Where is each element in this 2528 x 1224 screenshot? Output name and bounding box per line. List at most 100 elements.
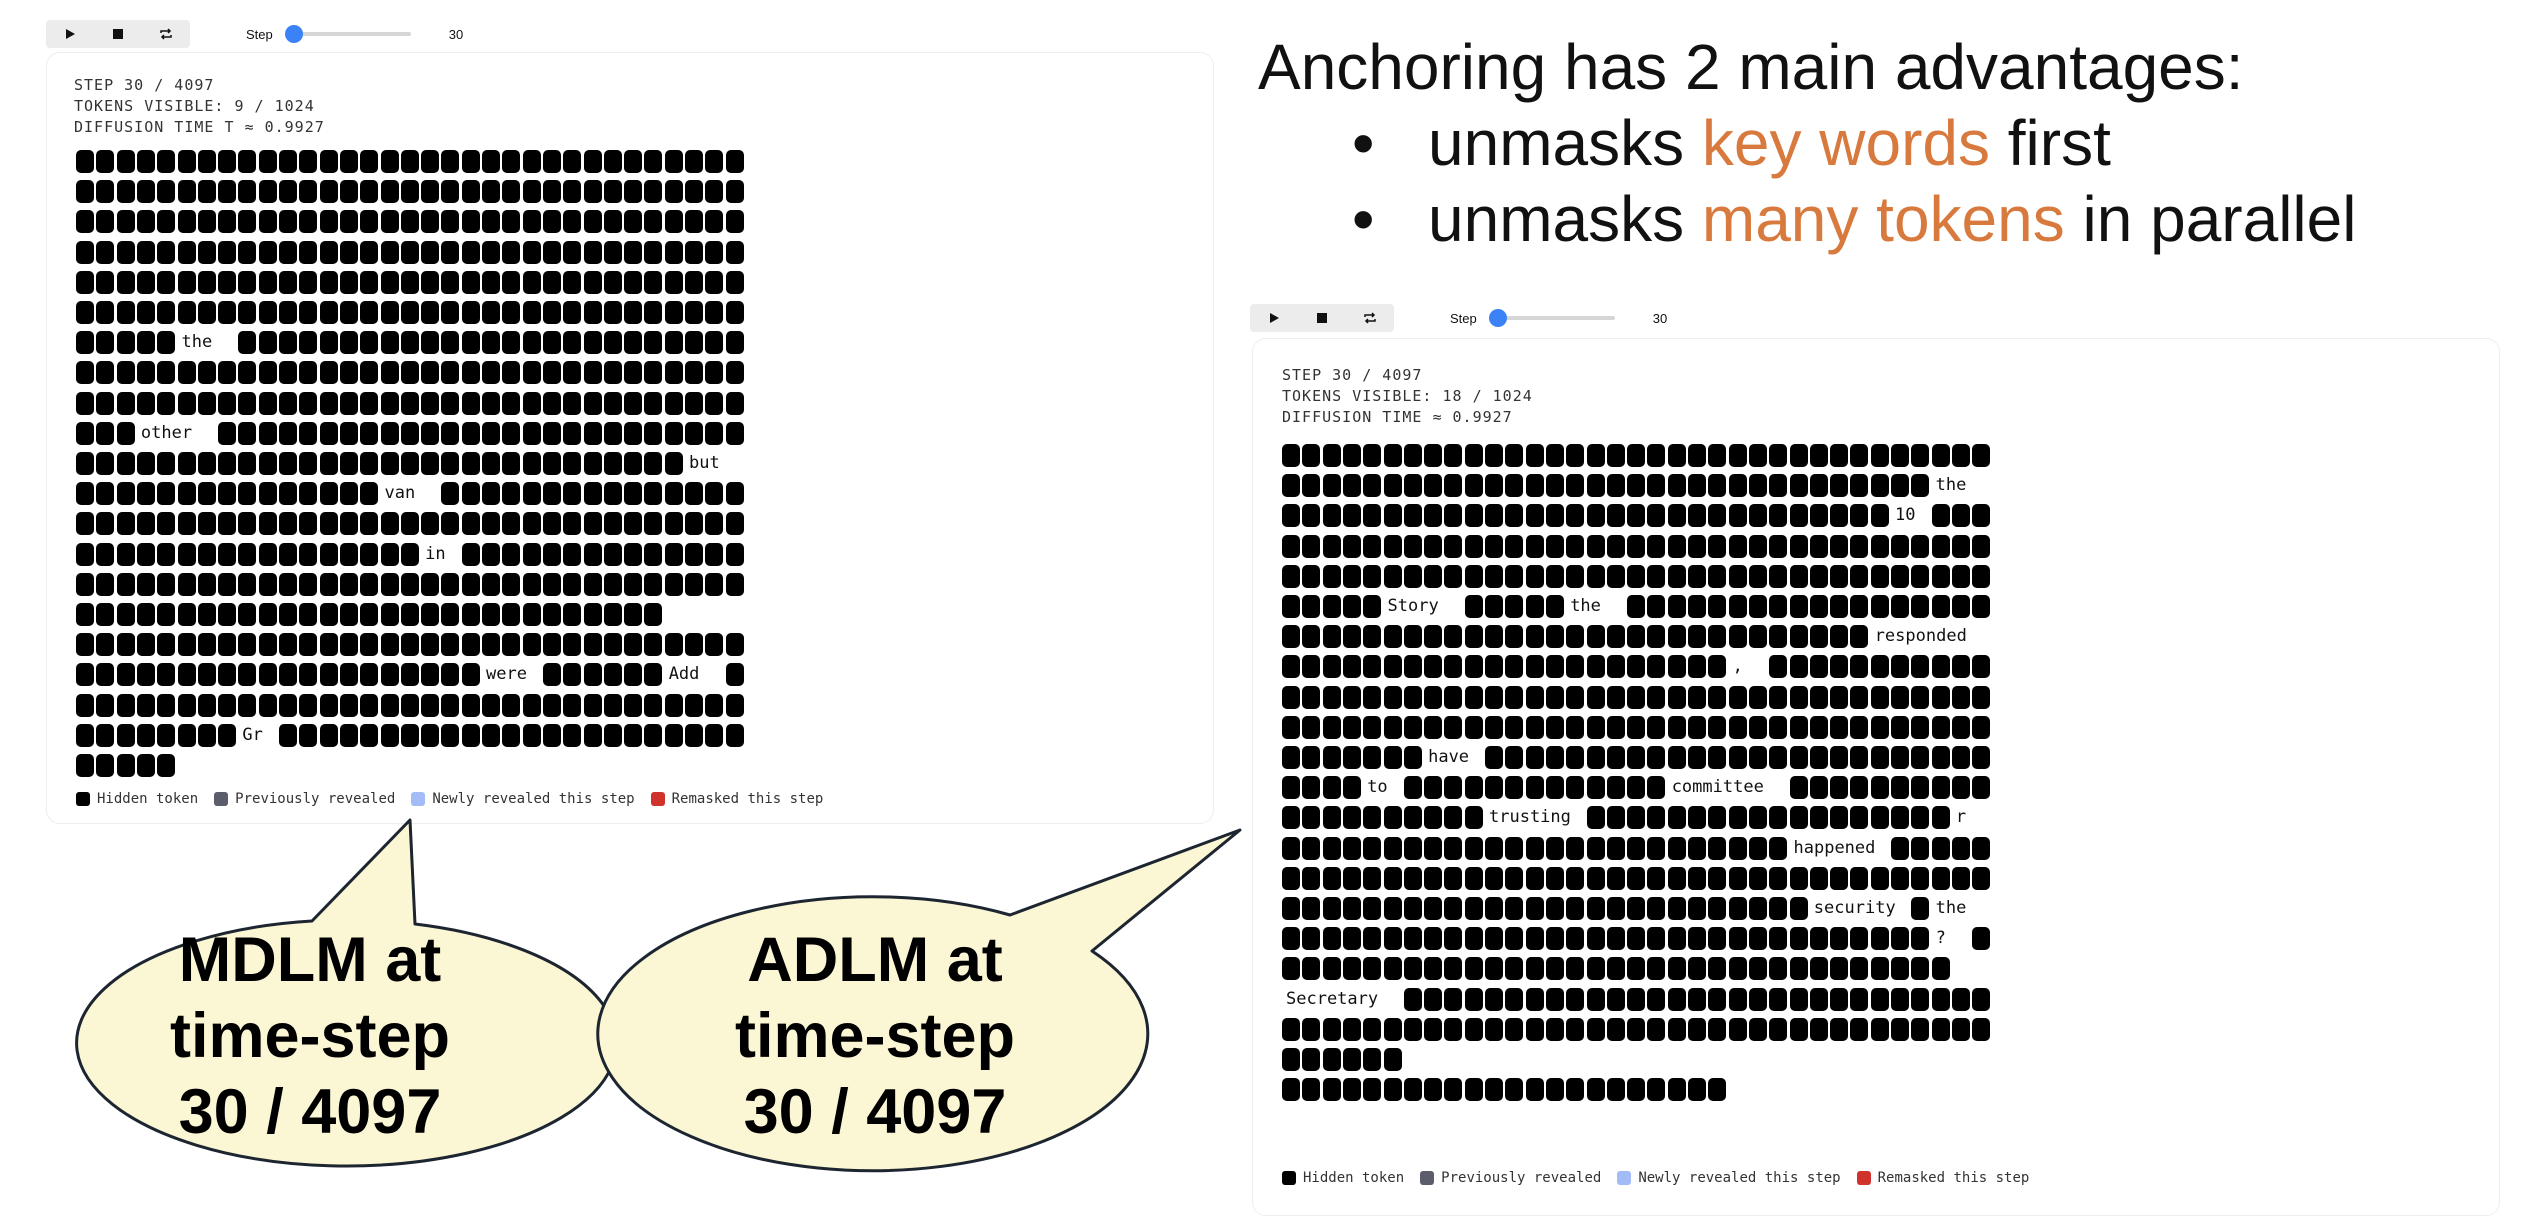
hidden-token bbox=[1282, 836, 1300, 860]
hidden-token bbox=[502, 482, 521, 506]
hidden-token bbox=[522, 421, 541, 445]
hidden-token bbox=[563, 452, 582, 475]
hidden-token bbox=[157, 663, 176, 687]
hidden-token bbox=[1282, 715, 1300, 739]
hidden-token bbox=[1606, 957, 1625, 981]
hidden-token bbox=[1403, 897, 1422, 920]
hidden-token bbox=[1363, 746, 1382, 769]
hidden-token bbox=[664, 542, 683, 566]
hidden-token bbox=[1505, 564, 1524, 588]
hidden-token bbox=[1789, 625, 1808, 649]
hidden-token bbox=[1728, 957, 1747, 981]
stop-button[interactable] bbox=[94, 20, 142, 48]
hidden-token bbox=[1708, 866, 1727, 890]
hidden-token bbox=[136, 240, 155, 264]
hidden-token bbox=[1931, 504, 1950, 528]
hidden-token bbox=[441, 482, 460, 506]
hidden-token bbox=[603, 270, 622, 294]
hidden-token bbox=[1769, 987, 1788, 1011]
hidden-token bbox=[76, 331, 94, 355]
hidden-token bbox=[1911, 866, 1930, 890]
hidden-token bbox=[96, 542, 115, 566]
hidden-token bbox=[1383, 534, 1402, 558]
hidden-token bbox=[1586, 897, 1605, 920]
hidden-token bbox=[1708, 534, 1727, 558]
hidden-token bbox=[1748, 595, 1767, 618]
hidden-token bbox=[563, 723, 582, 747]
loop-button[interactable] bbox=[1346, 304, 1394, 332]
hidden-token bbox=[1809, 595, 1828, 618]
hidden-token bbox=[1647, 444, 1666, 467]
hidden-token bbox=[624, 693, 643, 717]
hidden-token bbox=[705, 391, 724, 415]
hidden-token bbox=[1424, 957, 1443, 981]
hidden-token bbox=[279, 603, 297, 626]
hidden-token bbox=[1809, 987, 1828, 1011]
hidden-token bbox=[1870, 746, 1889, 769]
play-button[interactable] bbox=[46, 20, 94, 48]
hidden-token bbox=[1931, 987, 1950, 1011]
hidden-token bbox=[1464, 1078, 1483, 1102]
hidden-token bbox=[1505, 957, 1524, 981]
hidden-token bbox=[603, 240, 622, 264]
hidden-token bbox=[1708, 897, 1727, 920]
hidden-token bbox=[583, 693, 602, 717]
hidden-token bbox=[1708, 1017, 1727, 1041]
tokens-visible-readout: TOKENS VISIBLE: 9 / 1024 bbox=[74, 97, 315, 115]
hidden-token bbox=[1424, 444, 1443, 467]
hidden-token bbox=[400, 331, 419, 355]
play-button[interactable] bbox=[1250, 304, 1298, 332]
hidden-token bbox=[339, 180, 358, 204]
hidden-token bbox=[1789, 806, 1808, 830]
hidden-token bbox=[1505, 746, 1524, 769]
hidden-token bbox=[258, 633, 277, 657]
hidden-token bbox=[542, 150, 561, 173]
hidden-token bbox=[177, 361, 196, 385]
hidden-token bbox=[461, 150, 480, 173]
hidden-token bbox=[1464, 806, 1483, 830]
hidden-token bbox=[461, 512, 480, 536]
revealed-token: responded bbox=[1874, 626, 1967, 647]
step-slider[interactable] bbox=[284, 25, 411, 43]
slider-thumb[interactable] bbox=[1488, 309, 1507, 327]
hidden-token bbox=[1951, 1017, 1970, 1041]
step-slider[interactable] bbox=[1488, 309, 1615, 327]
hidden-token bbox=[1342, 746, 1361, 769]
revealed-token: the bbox=[1570, 596, 1601, 616]
hidden-token bbox=[1444, 776, 1463, 800]
hidden-token bbox=[1606, 444, 1625, 467]
hidden-token bbox=[279, 482, 297, 506]
hidden-token bbox=[1464, 625, 1483, 649]
hidden-token bbox=[1688, 836, 1706, 860]
hidden-token bbox=[1424, 504, 1443, 528]
hidden-token bbox=[1951, 746, 1970, 769]
hidden-token bbox=[542, 512, 561, 536]
hidden-token bbox=[1809, 564, 1828, 588]
hidden-token bbox=[360, 421, 379, 445]
hidden-token bbox=[664, 633, 683, 657]
hidden-token bbox=[522, 693, 541, 717]
hidden-token bbox=[603, 663, 622, 687]
hidden-token bbox=[624, 331, 643, 355]
hidden-token bbox=[1342, 625, 1361, 649]
hidden-token bbox=[1525, 746, 1544, 769]
hidden-token bbox=[1647, 715, 1666, 739]
hidden-token bbox=[360, 723, 379, 747]
hidden-token bbox=[1424, 806, 1443, 830]
revealed-token: but bbox=[689, 453, 720, 473]
loop-button[interactable] bbox=[142, 20, 190, 48]
hidden-token bbox=[421, 180, 440, 204]
slider-thumb[interactable] bbox=[284, 25, 303, 43]
loop-icon bbox=[1364, 312, 1376, 324]
hidden-token bbox=[1363, 1078, 1382, 1102]
hidden-token bbox=[1728, 534, 1747, 558]
hidden-token bbox=[1566, 534, 1585, 558]
hidden-token bbox=[1282, 655, 1300, 679]
hidden-token bbox=[238, 391, 257, 415]
hidden-token bbox=[583, 150, 602, 173]
hidden-token bbox=[1911, 715, 1930, 739]
hidden-token bbox=[1688, 564, 1706, 588]
stop-button[interactable] bbox=[1298, 304, 1346, 332]
hidden-token bbox=[1566, 474, 1585, 498]
hidden-token bbox=[705, 240, 724, 264]
